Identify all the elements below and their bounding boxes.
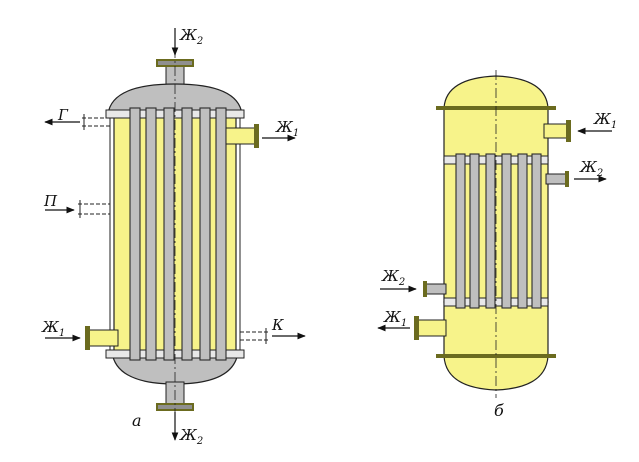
label-steam-a: П — [43, 192, 58, 210]
right-outlet-nozzle-a — [225, 127, 257, 145]
tube-bundle-b — [455, 153, 542, 309]
left-inlet-nozzle-a — [87, 329, 119, 347]
upper-right-nozzle-b — [543, 123, 569, 139]
label-condensate-a: К — [271, 316, 284, 334]
caption-b: б — [494, 401, 504, 420]
label-upper-right-top-b: Ж1 — [593, 110, 617, 131]
label-lower-left-bottom-b: Ж1 — [383, 308, 407, 329]
mid-left-nozzle-b — [425, 283, 447, 295]
label-left-in-a: Ж1 — [41, 318, 65, 339]
label-top-a: Ж2 — [179, 26, 203, 47]
label-gas-a: Г — [57, 106, 69, 124]
lower-left-nozzle-b — [417, 319, 447, 337]
label-right-out-a: Ж1 — [275, 118, 299, 139]
exchanger-b: Ж1 Ж2 Ж2 Ж1 б — [377, 70, 617, 420]
tube-bundle-a — [129, 107, 227, 361]
exchanger-a: Ж2 Ж2 Ж1 Ж1 Г П К а — [41, 26, 306, 447]
label-lower-left-mid-b: Ж2 — [381, 267, 405, 288]
caption-a: а — [132, 411, 142, 430]
label-upper-right-mid-b: Ж2 — [579, 158, 603, 179]
mid-right-nozzle-b — [545, 173, 567, 185]
label-bottom-a: Ж2 — [179, 426, 203, 447]
